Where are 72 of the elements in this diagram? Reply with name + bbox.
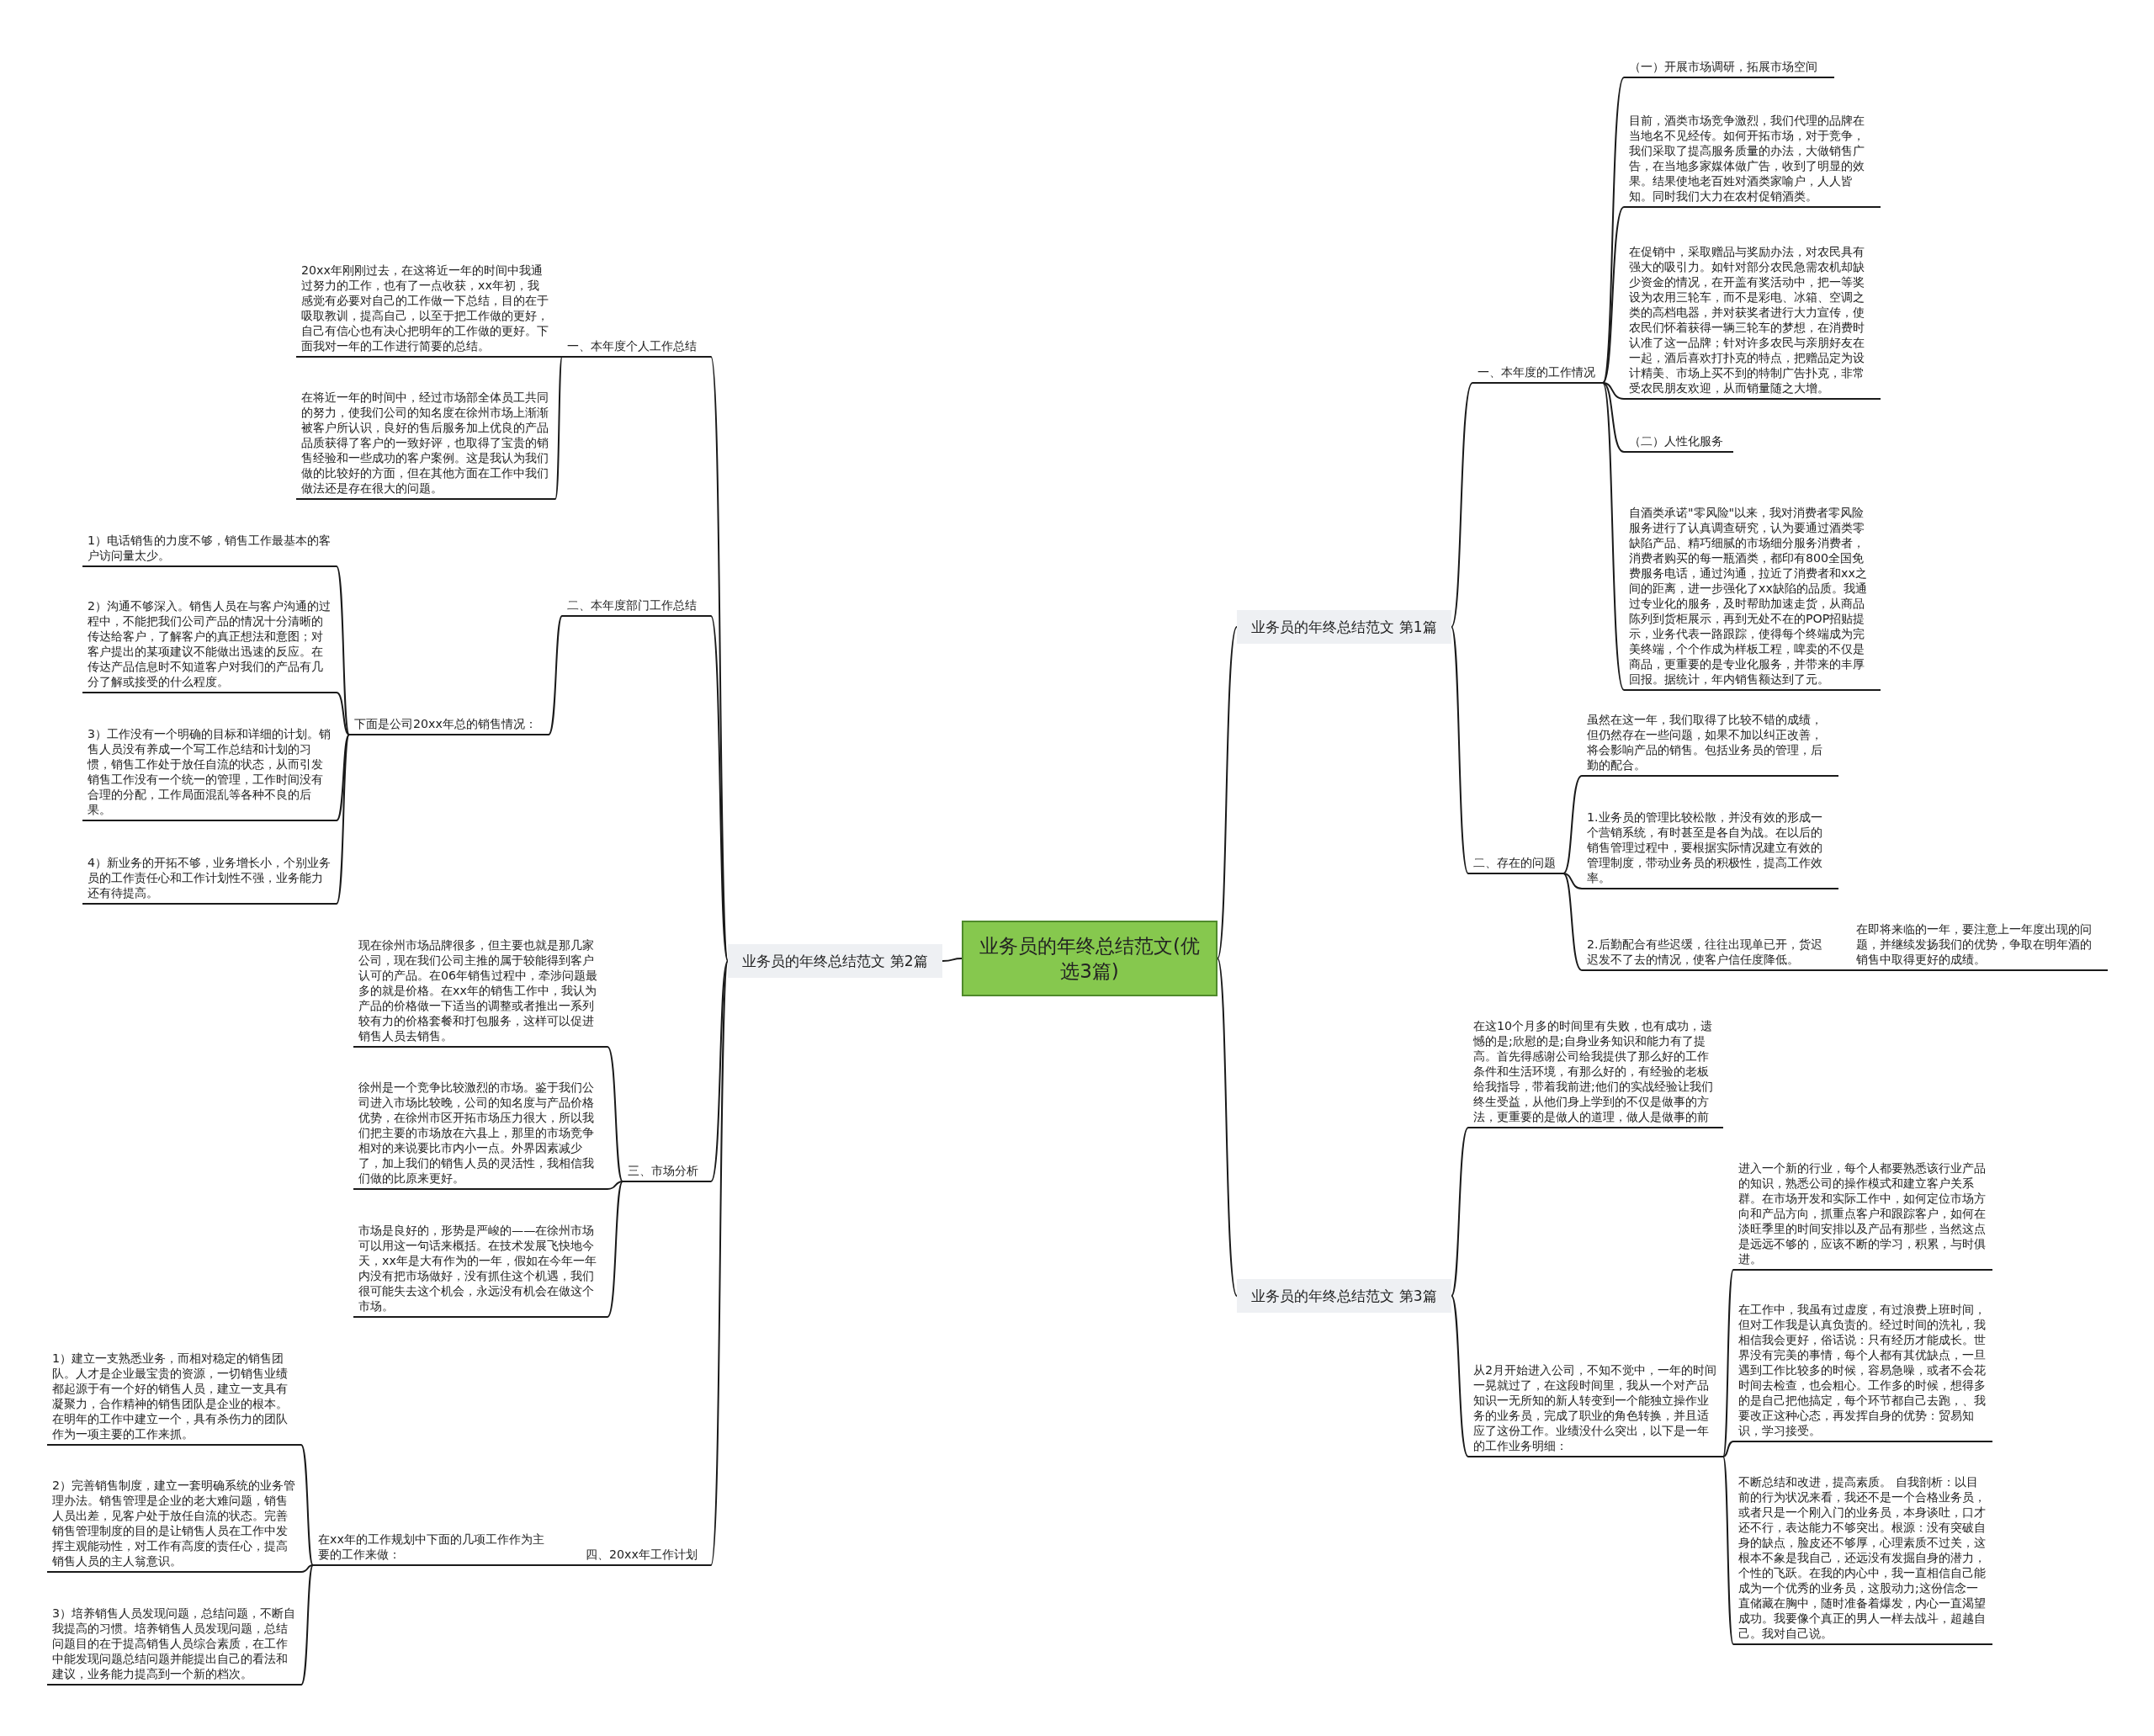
branch-topic: 徐州是一个竞争比较激烈的市场。鉴于我们公司进入市场比较晚，公司的知名度与产品价格优势，在徐州市区开拓市场压力很大，所以我们把主要的市场放在六县上，那里的市场竞争相对的来说要比市内小一点。外界因素减少了，加上我们的销售人员的灵活性，我相信我们做的比原来更好。 xyxy=(353,1080,607,1190)
branch-topic: 虽然在这一年，我们取得了比较不错的成绩，但仍然存在一些问题，如果不加以纠正改善，将会影响产品的销售。包括业务员的管理，后勤的配合。 xyxy=(1582,712,1838,777)
connector-line xyxy=(1722,1269,1734,1457)
connector-line xyxy=(556,1564,581,1566)
connector-line xyxy=(1602,206,1625,384)
connector-line xyxy=(554,356,563,500)
branch-topic: 20xx年刚刚过去，在这将近一年的时间中我通过努力的工作，也有了一点收获，xx年初，我感觉有必要对自己的工作做一下总结，目的在于吸取教训，提高自己，以至于把工作做的更好，自己有信心也有决心把明年的工作做的更好。下面我对一年的工作进行简要的总结。 xyxy=(296,263,555,358)
connector-line xyxy=(1451,1127,1469,1297)
branch-topic: 在xx年的工作规划中下面的几项工作作为主要的工作来做： xyxy=(313,1532,557,1566)
branch-topic: 在这10个月多的时间里有失败，也有成功，遗憾的是;欣慰的是;自身业务知识和能力有了提高。首先得感谢公司给我提供了那么好的工作条件和生活环境，有那么好的，有经验的老板给我指导，带着我前进;他们的实战经验让我们终生受益，从他们身上学到的不仅是做事的方法，更重要的是做人的道理，做人是做事的前 xyxy=(1468,1018,1723,1128)
connector-line xyxy=(336,734,350,905)
branch-topic: 3）工作没有一个明确的目标和详细的计划。销售人员没有养成一个写工作总结和计划的习惯，销售工作处于放任自流的状态，从而引发销售工作没有一个统一的管理，工作时间没有合理的分配，工作局面混乱等各种不良的后果。 xyxy=(82,726,337,821)
main-topic: 业务员的年终总结范文 第2篇 xyxy=(728,944,942,978)
branch-topic: 一、本年度个人工作总结 xyxy=(562,338,711,358)
connector-line xyxy=(554,356,563,358)
branch-topic: 1）电话销售的力度不够，销售工作最基本的客户访问量太少。 xyxy=(82,533,337,567)
connector-line xyxy=(336,734,350,821)
branch-topic: 二、存在的问题 xyxy=(1468,855,1563,874)
branch-topic: 从2月开始进入公司，不知不觉中，一年的时间一晃就过了，在这段时间里，我从一个对产品知识一无所知的新人转变到一个能独立操作业务的业务员，完成了职业的角色转换，并且适应了这份工作。业绩没什么突出，以下是一年的工作业务明细： xyxy=(1468,1362,1723,1457)
connector-line xyxy=(548,615,563,735)
branch-topic: 在工作中，我虽有过虚度，有过浪费上班时间，但对工作我是认真负责的。经过时间的洗礼，我相信我会更好，俗话说：只有经历才能成长。世界没有完美的事情，每个人都有其优缺点，一旦遇到工作比较多的时候，容易急噪，或者不会花时间去检查，也会粗心。工作多的时候，想得多的是自己把他搞定，每个环节都自己去跑，、我要改正这种心态，再发挥自身的优势：贸易知识，学习接受。 xyxy=(1733,1302,1992,1442)
connector-line xyxy=(336,692,350,735)
connector-line xyxy=(1562,775,1583,874)
connector-line xyxy=(300,1564,314,1686)
connector-line xyxy=(1562,873,1583,971)
branch-topic: 现在徐州市场品牌很多，但主要也就是那几家公司，现在我们公司主推的属于较能得到客户认可的产品。在06年销售过程中，牵涉问题最多的就是价格。在xx年的销售工作中，我认为产品的价格做一下适当的调整或者推出一系列较有力的价格套餐和打包服务，这样可以促进销售人员去销售。 xyxy=(353,937,607,1048)
branch-topic: （一）开展市场调研，拓展市场空间 xyxy=(1624,59,1834,78)
branch-topic: 2）沟通不够深入。销售人员在与客户沟通的过程中，不能把我们公司产品的情况十分清晰的传达给客户，了解客户的真正想法和意图；对客户提出的某项建议不能做出迅速的反应。在传达产品信息时不知道客户对我们的产品有几分了解或接受的什么程度。 xyxy=(82,598,337,693)
connector-line xyxy=(1602,382,1625,453)
branch-topic: 1.业务员的管理比较松散，并没有效的形成一个营销系统，有时甚至是各自为战。在以后的销售管理过程中，要根据实际情况建立有效的管理制度，带动业务员的积极性，提高工作效率。 xyxy=(1582,810,1838,889)
branch-topic: 在将近一年的时间中，经过市场部全体员工共同的努力，使我们公司的知名度在徐州市场上渐渐被客户所认识，良好的售后服务加上优良的产品品质获得了客户的一致好评，也取得了宝贵的销售经验和一些成功的客户案例。这是我认为我们做的比较好的方面，但在其他方面在工作中我们做法还是存在很大的问题。 xyxy=(296,390,555,500)
branch-topic: 不断总结和改进，提高素质。 自我剖析：以目前的行为状况来看，我还不是一个合格业务员，或者只是一个刚入门的业务员，本身谈吐，口才还不行，表达能力不够突出。根源：没有突破自身的缺点，脸皮还不够厚，心理素质不过关，这根本不象是我自己，还远没有发掘自身的潜力，个性的飞跃。在我的内心中，我一直相信自己能成为一个优秀的业务员，这股动力;这份信念一直储藏在胸中，随时准备着爆发，内心一直渴望成功。我要像个真正的男人一样去战斗，超越自己。我对自己说。 xyxy=(1733,1474,1992,1645)
branch-topic: 2.后勤配合有些迟缓，往往出现单已开，货迟迟发不了去的情况，使客户信任度降低。 xyxy=(1582,937,1838,971)
connector-line xyxy=(1722,1456,1734,1645)
main-topic: 业务员的年终总结范文 第1篇 xyxy=(1237,610,1451,644)
branch-topic: 二、本年度部门工作总结 xyxy=(562,597,711,617)
connector-line xyxy=(607,1046,623,1182)
branch-topic: 四、20xx年工作计划 xyxy=(581,1547,711,1566)
branch-topic: 一、本年度的工作情况 xyxy=(1472,364,1603,384)
connector-line xyxy=(1451,1295,1469,1457)
connector-line xyxy=(607,1181,623,1190)
connector-line xyxy=(1217,958,1238,1297)
branch-topic: （二）人性化服务 xyxy=(1624,433,1733,453)
branch-topic: 进入一个新的行业，每个人都要熟悉该行业产品的知识，熟悉公司的操作模式和建立客户关系群。在市场开发和实际工作中，如何定位市场方向和产品方向，抓重点客户和跟踪客户，如何在淡旺季里的时间安排以及产品有那些，当然这点是远远不够的，应该不断的学习，积累，与时俱进。 xyxy=(1733,1160,1992,1271)
branch-topic: 下面是公司20xx年总的销售情况： xyxy=(349,716,549,735)
branch-topic: 1）建立一支熟悉业务，而相对稳定的销售团队。人才是企业最宝贵的资源，一切销售业绩都起源于有一个好的销售人员，建立一支具有凝聚力，合作精神的销售团队是企业的根本。在明年的工作中建立一个，具有杀伤力的团队作为一项主要的工作来抓。 xyxy=(47,1351,301,1446)
connector-line xyxy=(710,615,729,962)
connector-line xyxy=(336,565,350,735)
connector-line xyxy=(1838,969,1852,971)
branch-topic: 在促销中，采取赠品与奖励办法，对农民具有强大的吸引力。如针对部分农民急需农机却缺少资金的情况，在开盖有奖活动中，把一等奖设为农用三轮车，而不是彩电、冰箱、空调之类的高档电器，并对获奖者进行大力宣传，使农民们怀着获得一辆三轮车的梦想，在消费时认准了这一品牌；针对许多农民与亲朋好友在一起，酒后喜欢打扑克的特点，把赠品定为设计精美、市场上买不到的特制广告扑克，非常受农民朋友欢迎，从而销量随之大增。 xyxy=(1624,244,1881,400)
branch-topic: 自酒类承诺"零风险"以来，我对消费者零风险服务进行了认真调查研究，认为要通过酒类零缺陷产品、精巧细腻的市场细分服务消费者，消费者购买的每一瓶酒类，都印有800全国免费服务电话，通过沟通，拉近了消费者和xx之间的距离，进一步强化了xx缺陷的品质。我通过专业化的服务，及时帮助加速走货，从商品陈列到货柜展示，再到无处不在的POP招贴提示，业务代表一路跟踪，使得每个终端成为完美终端，个个作成为样板工程，啤卖的不仅是商品，更重要的是专业化服务，并带来的丰厚回报。据统计，年内销售额达到了元。 xyxy=(1624,505,1881,691)
connector-line xyxy=(710,960,729,1182)
connector-line xyxy=(607,1181,623,1318)
branch-topic: 市场是良好的，形势是严峻的——在徐州市场可以用这一句话来概括。在技术发展飞快地今天，xx年是大有作为的一年，假如在今年一年内没有把市场做好，没有抓住这个机遇，我们很可能失去这个机会，永远没有机会在做这个市场。 xyxy=(353,1223,607,1318)
connector-line xyxy=(300,1564,314,1573)
connector-line xyxy=(1602,382,1625,400)
connector-line xyxy=(1722,1441,1734,1457)
branch-topic: 3）培养销售人员发现问题，总结问题，不断自我提高的习惯。培养销售人员发现问题，总结问题目的在于提高销售人员综合素质，在工作中能发现问题总结问题并能提出自己的看法和建议，业务能力提高到一个新的档次。 xyxy=(47,1606,301,1686)
branch-topic: 4）新业务的开拓不够，业务增长小，个别业务员的工作责任心和工作计划性不强，业务能力还有待提高。 xyxy=(82,855,337,905)
connector-line xyxy=(1562,873,1583,889)
connector-line xyxy=(1451,626,1469,874)
branch-topic: 2）完善销售制度，建立一套明确系统的业务管理办法。销售管理是企业的老大难问题，销售人员出差，见客户处于放任自流的状态。完善销售管理制度的目的是让销售人员在工作中发挥主观能动性，对工作有高度的责任心，提高销售人员的主人翁意识。 xyxy=(47,1478,301,1573)
connector-line xyxy=(1451,382,1473,628)
main-topic: 业务员的年终总结范文 第3篇 xyxy=(1237,1279,1451,1313)
connector-line xyxy=(942,958,963,962)
central-topic: 业务员的年终总结范文(优选3篇) xyxy=(962,921,1218,996)
branch-topic: 目前，酒类市场竞争激烈，我们代理的品牌在当地名不见经传。如何开拓市场，对于竞争，我们采取了提高服务质量的办法，大做销售广告，在当地多家媒体做广告，收到了明显的效果。结果使地老百姓对酒类家喻户，人人皆知。同时我们大力在农村促销酒类。 xyxy=(1624,113,1881,208)
connector-line xyxy=(1217,626,1238,959)
branch-topic: 三、市场分析 xyxy=(623,1163,711,1182)
branch-topic: 在即将来临的一年，要注意上一年度出现的问题，并继续发扬我们的优势，争取在明年酒的销售中取得更好的成绩。 xyxy=(1851,921,2108,971)
connector-line xyxy=(1602,382,1625,691)
connector-line xyxy=(300,1444,314,1566)
